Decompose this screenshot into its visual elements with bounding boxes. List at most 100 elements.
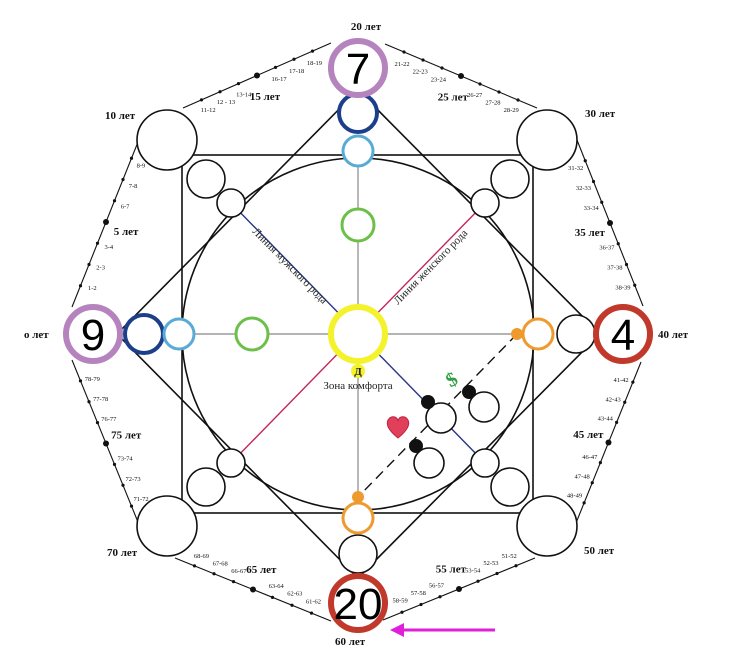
age-tick-dot xyxy=(309,611,314,615)
corner-small-circle-tr[interactable] xyxy=(470,188,500,218)
age-tick-dot xyxy=(78,284,83,288)
channel-circle-1[interactable] xyxy=(425,402,457,434)
bottom-orange-dot xyxy=(352,491,364,503)
age-tick-label: 48-49 xyxy=(567,493,582,500)
age-tick-label: 3-4 xyxy=(104,244,113,251)
corner-mid-circle-tr[interactable] xyxy=(490,159,530,199)
age-tick-dot xyxy=(112,199,117,203)
age-tick-dot xyxy=(87,262,91,267)
age-milestone-dot xyxy=(254,72,260,79)
top-dark-blue-circle[interactable] xyxy=(337,92,379,134)
age-tick-label: 21-22 xyxy=(394,61,409,68)
age-tick-dot xyxy=(598,461,602,465)
male-line-label: Линия мужского рода xyxy=(250,226,330,307)
corner-small-circle-tl[interactable] xyxy=(216,188,246,218)
corner-circle-70[interactable] xyxy=(136,495,198,557)
left-number: 9 xyxy=(81,311,105,360)
right-number-circle[interactable] xyxy=(593,304,653,364)
age-milestone-dot xyxy=(607,220,613,226)
age-tick-dot xyxy=(633,283,637,287)
age-tick-label: 41-42 xyxy=(613,377,628,384)
female-line-label: Линия женского рода xyxy=(392,227,471,307)
corner-mid-circle-br[interactable] xyxy=(490,467,530,507)
age-tick-dot xyxy=(631,380,635,384)
age-tick-dot xyxy=(129,504,134,508)
age-tick-label: 22-23 xyxy=(413,69,428,76)
age-tick-dot xyxy=(624,262,629,267)
age-tick-dot xyxy=(95,421,100,425)
corner-mid-circle-bl[interactable] xyxy=(186,467,226,507)
bottom-inner-circle[interactable] xyxy=(338,534,378,574)
age-tick-dot xyxy=(218,90,222,94)
corner-small-circle-bl[interactable] xyxy=(216,448,246,478)
age-milestone-label: 65 лет xyxy=(246,564,277,576)
age-tick-label: 63-64 xyxy=(269,583,285,590)
age-milestone-label: 5 лет xyxy=(114,226,139,238)
age-tick-label: 17-18 xyxy=(289,68,304,75)
age-tick-dot xyxy=(231,580,236,584)
age-tick-label: 56-57 xyxy=(429,582,445,589)
age-tick-label: 33-34 xyxy=(584,205,600,212)
age-tick-dot xyxy=(199,98,204,102)
age-tick-label: 43-44 xyxy=(598,415,614,422)
age-milestone-dot xyxy=(103,440,109,447)
age-tick-label: 18-19 xyxy=(307,60,322,67)
channel-circle-money[interactable] xyxy=(468,391,500,423)
pointer-arrow-icon xyxy=(390,623,404,637)
channel-dot xyxy=(421,395,435,409)
age-tick-dot xyxy=(95,241,100,245)
age-tick-label: 13-14 xyxy=(236,91,252,98)
top-number-circle[interactable] xyxy=(328,38,388,98)
bottom-orange-circle[interactable] xyxy=(341,501,375,535)
age-tick-dot xyxy=(292,57,296,61)
left-light-blue-circle[interactable] xyxy=(162,317,196,351)
bottom-number-circle[interactable] xyxy=(328,573,388,633)
age-tick-label: 61-62 xyxy=(306,598,321,605)
right-orange-dot xyxy=(511,328,523,340)
age-tick-label: 53-54 xyxy=(465,567,481,574)
comfort-zone-label: Зона комфорта xyxy=(323,380,392,392)
age-milestone-label: 55 лет xyxy=(436,564,467,576)
age-tick-label: 42-43 xyxy=(606,396,621,403)
center-circle[interactable] xyxy=(328,304,388,364)
age-tick-dot xyxy=(112,462,117,466)
left-dark-blue-circle[interactable] xyxy=(123,313,165,355)
right-orange-circle[interactable] xyxy=(521,317,555,351)
corner-circle-30[interactable] xyxy=(516,109,578,171)
age-tick-dot xyxy=(591,179,596,184)
age-tick-label: 6-7 xyxy=(121,204,130,211)
right-inner-circle[interactable] xyxy=(556,314,596,354)
left-green-circle[interactable] xyxy=(234,316,270,352)
age-tick-label: 1-2 xyxy=(88,285,97,292)
age-tick-label: 51-52 xyxy=(502,553,517,560)
channel-circle-love[interactable] xyxy=(413,447,445,479)
corner-small-circle-br[interactable] xyxy=(470,448,500,478)
age-tick-dot xyxy=(583,159,587,163)
age-tick-dot xyxy=(582,501,586,505)
age-tick-label: 47-48 xyxy=(575,473,590,480)
age-tick-label: 62-63 xyxy=(287,591,302,598)
age-tick-dot xyxy=(78,379,83,383)
corner-circle-10[interactable] xyxy=(136,109,198,171)
corner-circle-50[interactable] xyxy=(516,495,578,557)
age-tick-label: 58-59 xyxy=(393,597,408,604)
age-tick-dot xyxy=(419,602,423,607)
left-number-circle[interactable] xyxy=(63,304,123,364)
age-tick-label: 57-58 xyxy=(411,590,426,597)
bottom-number: 20 xyxy=(334,580,383,629)
age-milestone-dot xyxy=(458,73,464,79)
age-tick-dot xyxy=(440,66,444,70)
age-tick-label: 76-77 xyxy=(101,416,117,423)
corner-mid-circle-tl[interactable] xyxy=(186,159,226,199)
age-tick-dot xyxy=(400,610,404,614)
age-milestone-label: 15 лет xyxy=(250,91,281,103)
top-green-circle[interactable] xyxy=(340,207,376,243)
age-tick-dot xyxy=(495,571,499,576)
age-tick-dot xyxy=(87,400,91,404)
age-milestone-dot xyxy=(250,586,256,593)
age-label-10: 10 лет xyxy=(105,110,136,122)
top-light-blue-circle[interactable] xyxy=(341,134,375,168)
age-label-60: 60 лет xyxy=(335,636,366,648)
age-tick-label: 12 - 13 xyxy=(217,99,235,106)
